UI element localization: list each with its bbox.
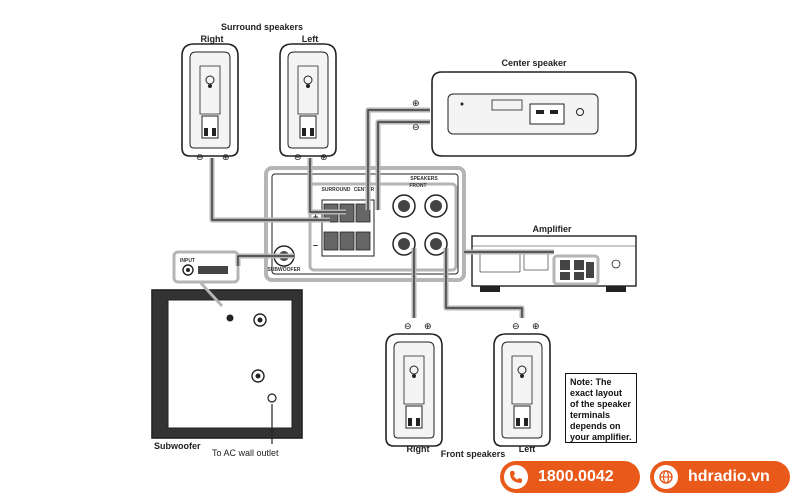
center-minus: ⊖ <box>412 123 420 133</box>
surround-right-speaker <box>181 43 239 157</box>
subwoofer <box>151 289 303 439</box>
receiver-outline <box>264 166 466 282</box>
subwoofer-label: Subwoofer <box>154 441 201 451</box>
surround-speakers-title: Surround speakers <box>221 22 303 32</box>
website-contact[interactable]: hdradio.vn <box>650 461 790 493</box>
center-speaker-label: Center speaker <box>501 58 567 68</box>
front-right-minus: ⊖ <box>404 322 412 332</box>
front-terminals <box>392 194 448 256</box>
front-right-speaker <box>385 333 443 447</box>
front-left-minus: ⊖ <box>512 322 520 332</box>
phone-contact[interactable]: 1800.0042 <box>500 461 640 493</box>
center-plus: ⊕ <box>412 99 420 109</box>
center-speaker <box>431 71 637 157</box>
surround-left-plus: ⊕ <box>320 153 328 163</box>
surround-left-speaker <box>279 43 337 157</box>
input-label: INPUT <box>180 258 195 264</box>
cables <box>211 109 554 444</box>
speaker-terminal-zone <box>308 182 458 272</box>
front-left-plus: ⊕ <box>532 322 540 332</box>
amplifier <box>471 235 637 292</box>
ac-outlet-label: To AC wall outlet <box>212 448 279 458</box>
surround-right-label: Right <box>201 34 224 44</box>
panel-minus: – <box>313 240 318 250</box>
input-callout <box>172 250 240 308</box>
surround-right-plus: ⊕ <box>222 153 230 163</box>
panel-surround-label: SURROUND <box>322 187 351 193</box>
surround-right-minus: ⊖ <box>196 153 204 163</box>
panel-center-label: CENTER <box>354 187 375 193</box>
panel-speakers-label: SPEAKERS <box>410 176 438 182</box>
front-right-label: Right <box>407 444 430 454</box>
globe-icon <box>654 465 678 489</box>
front-speakers-label: Front speakers <box>441 449 506 459</box>
panel-subwoofer-label: SUBWOOFER <box>267 267 300 273</box>
front-left-speaker <box>493 333 551 447</box>
surround-left-minus: ⊖ <box>294 153 302 163</box>
front-left-label: Left <box>519 444 536 454</box>
phone-icon <box>504 465 528 489</box>
note-box: Note: The exact layout of the speaker te… <box>565 373 637 443</box>
panel-plus: + <box>313 212 318 222</box>
surround-left-label: Left <box>302 34 319 44</box>
website-url: hdradio.vn <box>688 468 770 485</box>
panel-front-label: FRONT <box>409 183 426 189</box>
phone-number: 1800.0042 <box>538 468 614 485</box>
amplifier-label: Amplifier <box>532 224 572 234</box>
front-right-plus: ⊕ <box>424 322 432 332</box>
